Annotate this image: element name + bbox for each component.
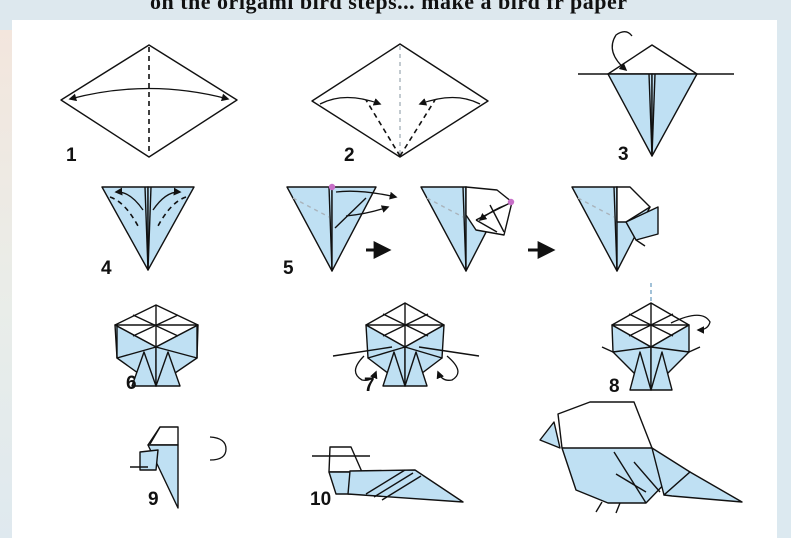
step-5-diagram-c — [571, 186, 659, 272]
step-4-label: 4 — [101, 258, 112, 279]
marker-dot — [328, 183, 336, 191]
step-9-label: 9 — [148, 489, 159, 510]
step-5-diagram-b — [420, 186, 515, 272]
marker-dot — [507, 198, 515, 206]
step-5-diagram-a — [286, 183, 398, 272]
step-1-diagram — [60, 44, 238, 158]
step-10-diagram — [312, 446, 464, 503]
step-2-diagram — [311, 43, 489, 158]
step-1-label: 1 — [66, 145, 77, 166]
step-4-diagram — [101, 186, 195, 271]
header-text: on the origami bird steps... make a bird… — [150, 0, 628, 14]
step-6-label: 6 — [126, 373, 137, 394]
step-5-label: 5 — [283, 258, 294, 279]
step-6-diagram — [114, 304, 199, 387]
step-7-diagram — [332, 302, 480, 387]
step-3-label: 3 — [618, 144, 629, 165]
step-3-diagram — [578, 31, 734, 157]
step-8-label: 8 — [609, 376, 620, 397]
left-frame — [0, 30, 12, 538]
right-frame — [777, 30, 791, 538]
step-2-label: 2 — [344, 145, 355, 166]
step-9-diagram — [130, 426, 227, 509]
final-bird-diagram — [539, 401, 743, 514]
step-8-diagram — [601, 283, 711, 391]
step-10-label: 10 — [310, 489, 331, 510]
step-7-label: 7 — [364, 375, 375, 396]
